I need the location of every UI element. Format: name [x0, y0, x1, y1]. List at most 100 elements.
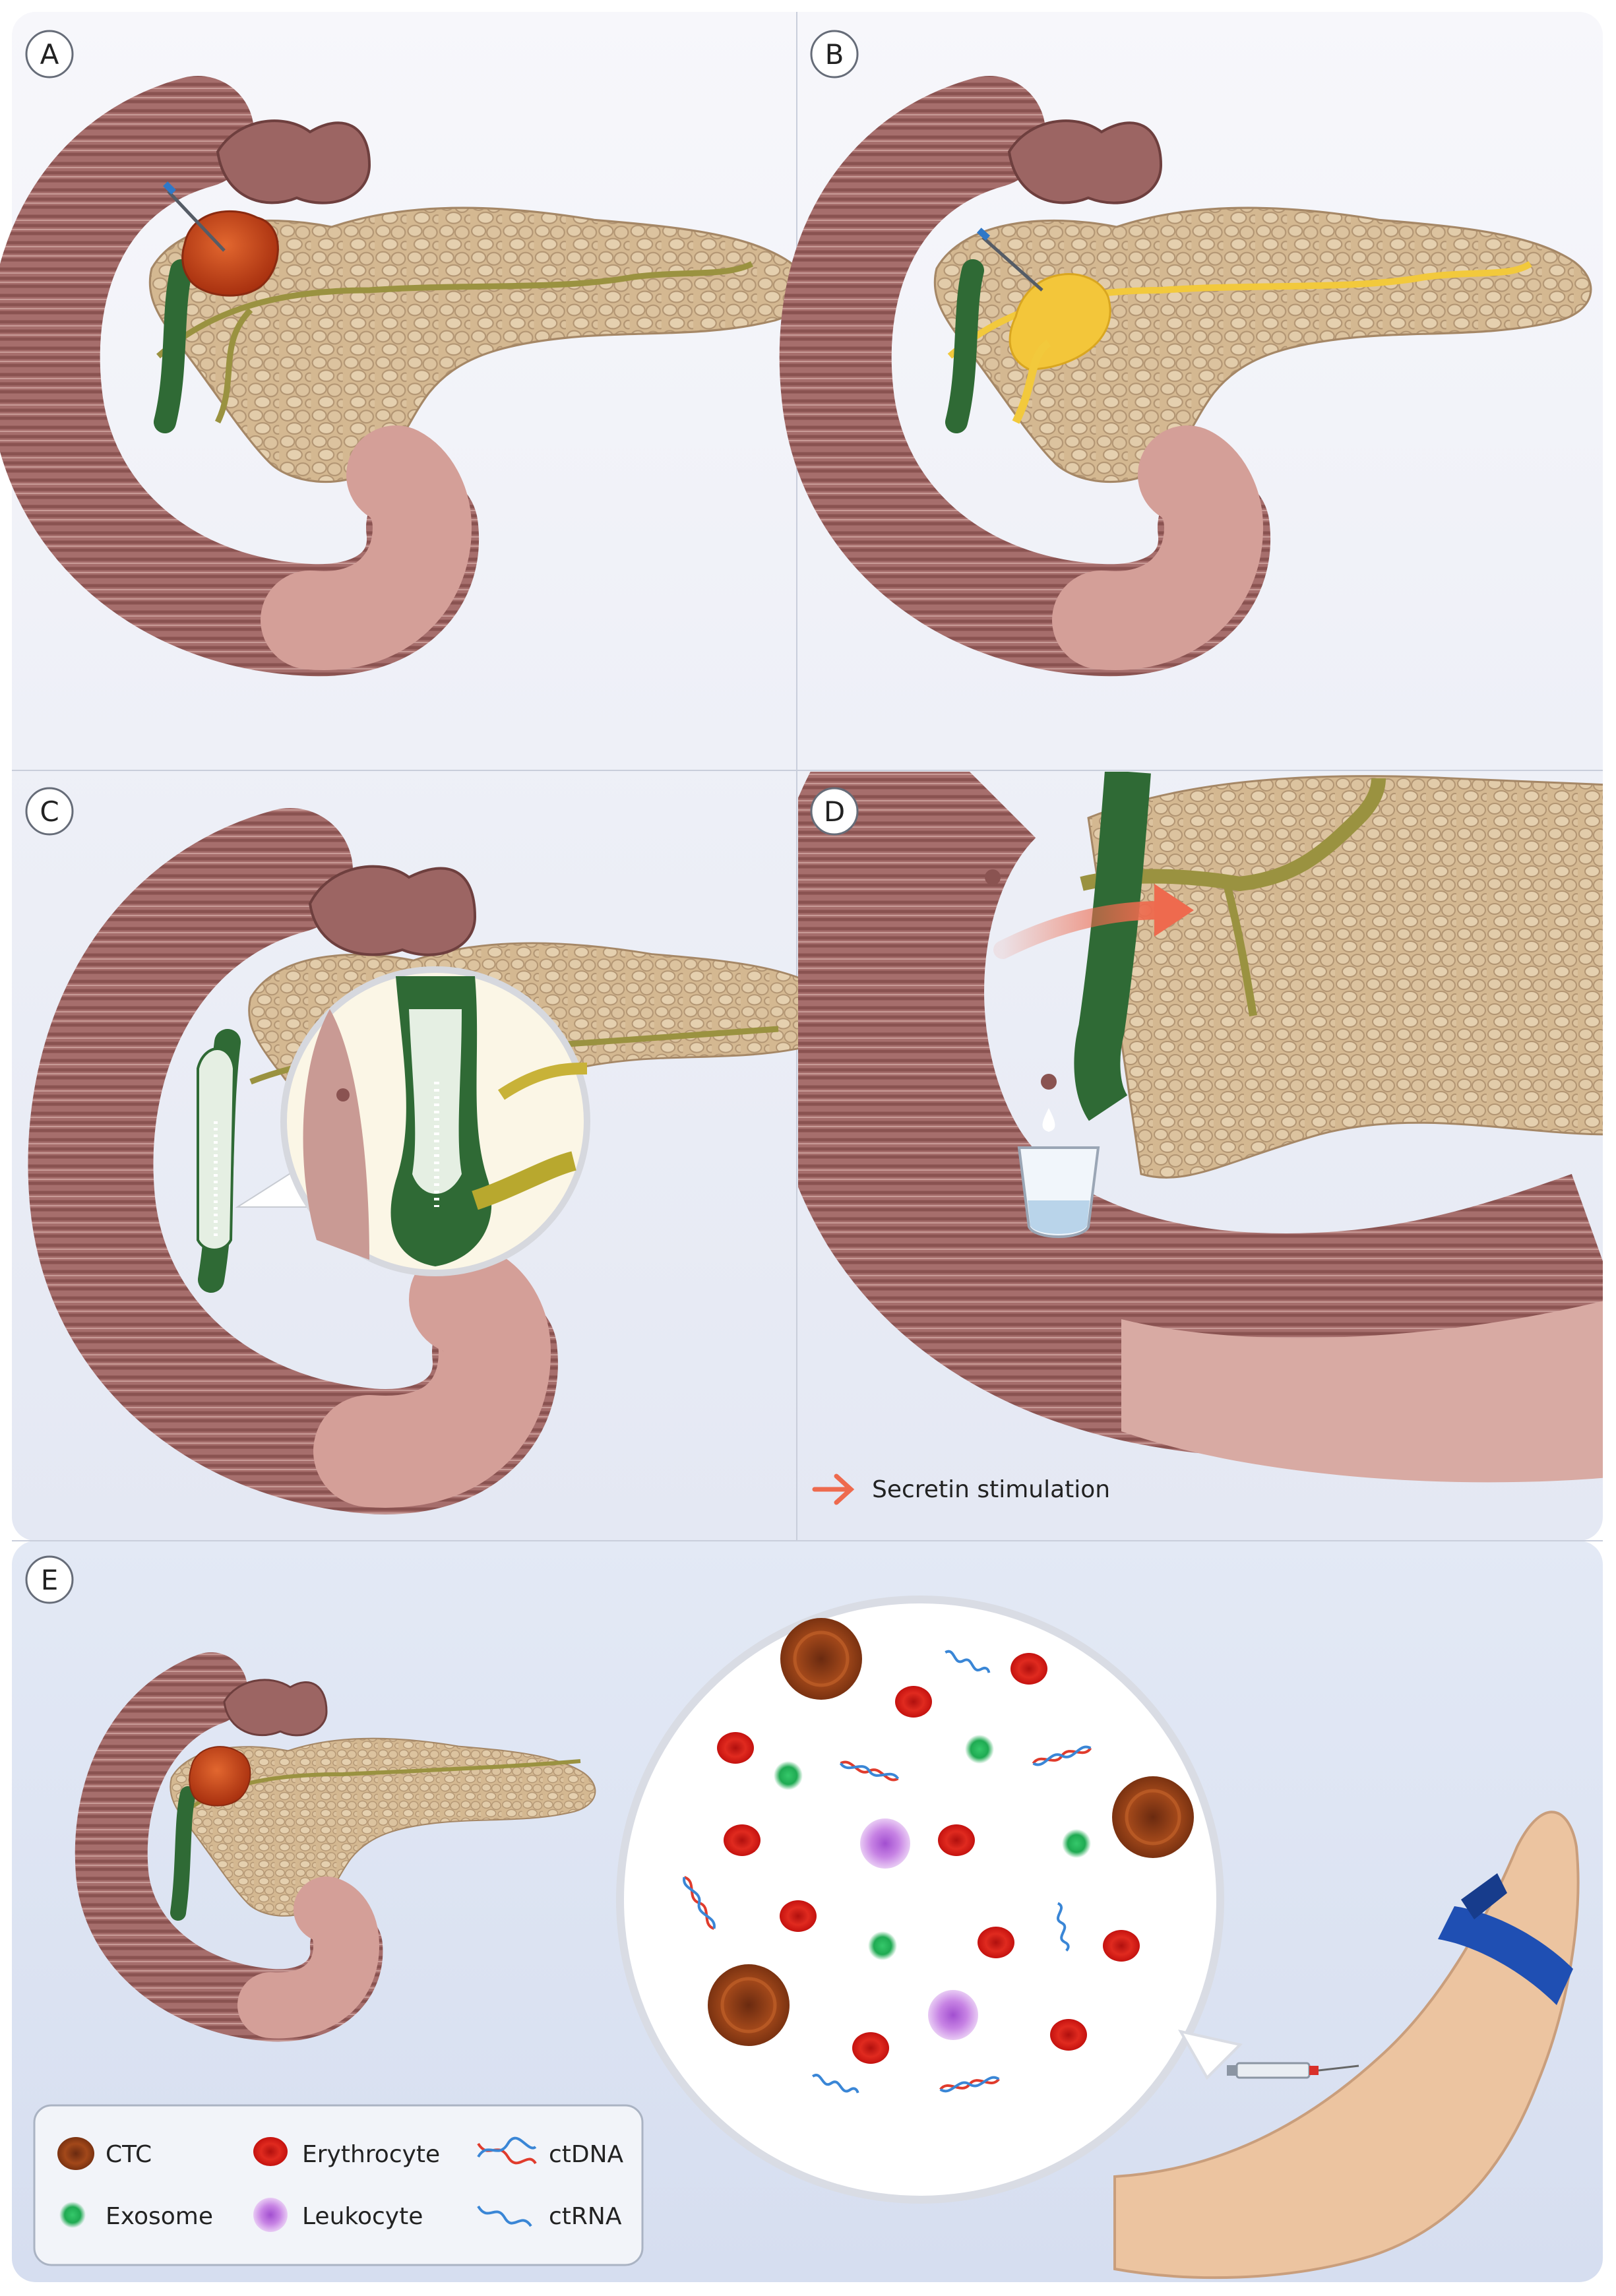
ctc-cell-rim — [793, 1630, 850, 1687]
legend-item-erythrocyte: Erythrocyte — [253, 2137, 440, 2168]
erythrocyte-cell — [1010, 1653, 1047, 1685]
panel-e-label: E — [41, 1564, 59, 1596]
panel-b: B — [779, 30, 1592, 677]
panel-d-label-badge — [810, 787, 859, 836]
panel-d-bile-duct — [1074, 772, 1151, 1121]
ctrna-icon — [477, 2205, 532, 2227]
tourniquet-clip — [1461, 1873, 1507, 1919]
ctdna-fragment — [1032, 1745, 1092, 1766]
panel-c-label-badge — [25, 787, 74, 836]
panel-b-bile-duct — [945, 259, 984, 433]
panel-c-pylorus — [308, 865, 477, 956]
panel-b-label: B — [825, 38, 844, 71]
legend-secretin-label: Secretin stimulation — [872, 1476, 1110, 1503]
legend-item-leukocyte: Leukocyte — [253, 2198, 423, 2232]
legend-label-ctrna: ctRNA — [549, 2203, 622, 2230]
panel-d-papilla-1 — [985, 869, 1001, 885]
panel-d-duct-branch — [1223, 883, 1257, 1016]
blood-cells — [683, 1618, 1194, 2094]
panel-a-needle-hub — [163, 181, 176, 195]
ctdna-fragment — [939, 2076, 1000, 2093]
exosome-icon — [59, 2202, 86, 2228]
legend-box: CTC Erythrocyte ctDNA Exosome Leukocyte — [33, 2104, 644, 2266]
panel-b-label-badge — [810, 30, 859, 78]
leukocyte-icon — [253, 2198, 288, 2232]
panel-b-needle-hub — [976, 228, 991, 241]
panel-a-pancreatic-duct — [156, 261, 754, 359]
ctc-cell-rim — [1125, 1789, 1181, 1846]
legend-label-erythrocyte: Erythrocyte — [302, 2141, 440, 2168]
panel-e-pylorus — [223, 1679, 328, 1737]
panel-b-aspiration-needle — [981, 236, 1043, 292]
ctc-cell — [780, 1618, 862, 1700]
panel-d-duodenum — [798, 772, 1603, 1458]
legend-frame — [33, 2104, 644, 2266]
panel-a-biopsy-needle — [167, 190, 226, 252]
exosome-particle — [774, 1761, 803, 1790]
panel-c-duodenum-distal — [313, 1243, 551, 1508]
panel-a-pylorus — [216, 119, 371, 204]
panel-e-bile-duct — [170, 1786, 196, 1921]
panel-c-magnifier-duct-lumen — [409, 1009, 462, 1194]
panel-b-pylorus — [1007, 119, 1163, 204]
panel-c-magnifier-duct-junction — [472, 1151, 576, 1210]
panel-e-duodenum-distal — [237, 1877, 380, 2039]
panel-e-pancreas-illustration — [75, 1652, 596, 2042]
panel-a-label-badge — [25, 30, 74, 78]
legend-label-leukocyte: Leukocyte — [302, 2203, 423, 2230]
panel-d-juice-drop — [1042, 1108, 1055, 1132]
panel-b-duct-branch — [1012, 340, 1051, 424]
panel-a-duodenum-distal — [261, 425, 472, 670]
tourniquet-band — [1438, 1906, 1573, 2005]
panel-d-arrow-legend: Secretin stimulation — [812, 1474, 1110, 1505]
panel-e-tumor — [189, 1746, 251, 1807]
ctrna-fragment — [811, 2074, 859, 2094]
ctc-cell — [708, 1964, 790, 2046]
erythrocyte-cell — [895, 1686, 932, 1718]
erythrocyte-cell — [1050, 2019, 1087, 2051]
panel-a: A — [0, 30, 807, 677]
erythrocyte-cell — [978, 1927, 1014, 1958]
exosome-particle — [965, 1735, 994, 1764]
panel-d-duodenum-distal — [1121, 1301, 1603, 1483]
legend-item-exosome: Exosome — [59, 2202, 213, 2230]
ctrna-fragment — [1057, 1902, 1070, 1952]
leukocyte-cell — [928, 1990, 978, 2040]
panel-b-cyst — [1009, 273, 1111, 371]
panel-d-secretin-arrow-shaft — [993, 901, 1170, 959]
panel-c-label: C — [40, 795, 59, 828]
arm-illustration — [1113, 1811, 1580, 2280]
legend-item-ctrna: ctRNA — [477, 2203, 622, 2230]
legend-label-ctdna: ctDNA — [549, 2141, 624, 2168]
panel-c-magnifier-papilla — [336, 1088, 350, 1101]
panel-c-magnifier-duodenal-wall — [303, 1009, 369, 1260]
legend-label-ctc: CTC — [106, 2141, 152, 2168]
panel-e: E — [25, 1555, 1580, 2280]
exosome-particle — [868, 1931, 897, 1960]
panel-d-pancreatic-duct — [1080, 778, 1386, 892]
panel-c-magnifier-pancreatic-duct — [498, 1063, 588, 1100]
erythrocyte-icon — [253, 2137, 288, 2166]
syringe-icon — [1227, 2062, 1359, 2079]
erythrocyte-cell — [938, 1824, 975, 1856]
legend-label-exosome: Exosome — [106, 2203, 213, 2230]
erythrocyte-cell — [717, 1732, 754, 1764]
erythrocyte-cell — [1103, 1930, 1140, 1962]
panel-e-label-badge — [25, 1555, 74, 1604]
ctc-cell — [1112, 1776, 1194, 1858]
erythrocyte-cell — [780, 1900, 817, 1932]
panel-d-papilla-2 — [1041, 1074, 1057, 1090]
panel-b-duodenum-distal — [1052, 425, 1264, 670]
ctdna-fragment — [839, 1760, 900, 1782]
panel-c: C — [25, 787, 844, 1514]
erythrocyte-cell — [724, 1824, 761, 1856]
panel-a-label: A — [40, 38, 59, 71]
ctc-cell-rim — [720, 1977, 777, 2033]
arm-skin — [1113, 1811, 1580, 2280]
panel-a-bile-duct — [154, 259, 193, 433]
legend-secretin-arrow-icon — [812, 1474, 855, 1505]
legend-item-ctc: CTC — [57, 2137, 152, 2170]
ctdna-icon-strand — [477, 2136, 537, 2158]
